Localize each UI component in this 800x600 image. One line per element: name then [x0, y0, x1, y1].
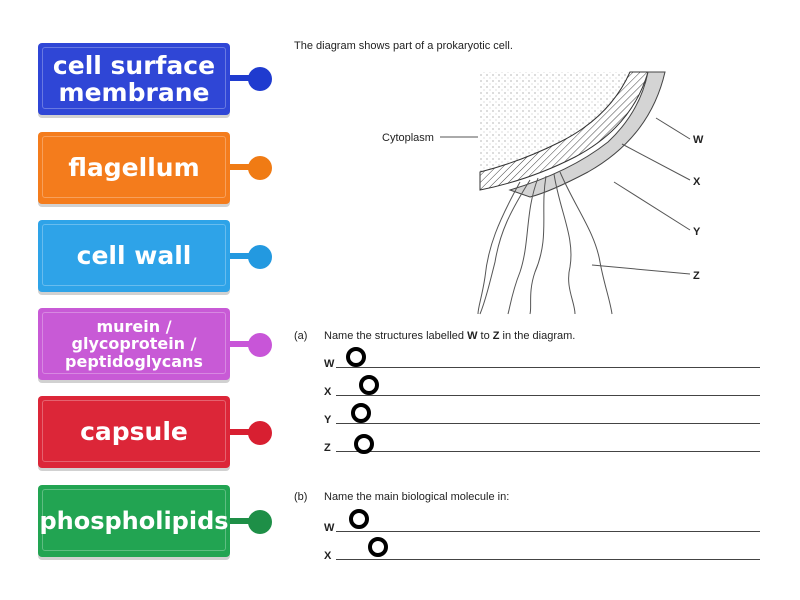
row-letter: W [324, 522, 335, 534]
label-z: Z [693, 270, 700, 282]
tile-3[interactable]: murein / glycoprotein / peptidoglycans [38, 308, 230, 380]
tile-2[interactable]: cell wall [38, 220, 230, 292]
tile-1[interactable]: flagellum [38, 132, 230, 204]
answer-line [336, 531, 760, 532]
label-y: Y [693, 226, 701, 238]
tile-dot-icon[interactable] [248, 67, 272, 91]
tile-label: cell surface membrane [52, 50, 216, 107]
tile-dot-icon[interactable] [248, 156, 272, 180]
capsule-layer [508, 71, 666, 198]
drop-target-a-w-icon[interactable] [346, 347, 366, 367]
part-b-question: Name the main biological molecule in: [324, 491, 510, 503]
flagellum-line [529, 175, 547, 315]
tile-connector[interactable] [230, 341, 260, 347]
tile-connector[interactable] [230, 429, 260, 435]
row-letter: X [324, 550, 332, 562]
cytoplasm-label: Cytoplasm [382, 132, 434, 144]
tile-5[interactable]: phospholipids [38, 485, 230, 557]
label-w: W [693, 134, 704, 146]
tile-label: cell wall [76, 241, 192, 271]
tile-connector[interactable] [230, 253, 260, 259]
part-a-text: in the diagram. [499, 330, 576, 342]
tile-label: flagellum [68, 153, 200, 183]
drop-target-a-x-icon[interactable] [359, 375, 379, 395]
part-a-question: Name the structures labelled W to Z in t… [324, 330, 575, 342]
part-a-text: Name the structures labelled [324, 330, 468, 342]
answer-line [336, 559, 760, 560]
answer-row-b-w: W [324, 514, 760, 534]
part-a-number: (a) [294, 330, 308, 342]
answer-line [336, 451, 760, 452]
drop-target-a-y-icon[interactable] [351, 403, 371, 423]
leader-x [621, 143, 691, 181]
drop-target-a-z-icon[interactable] [354, 434, 374, 454]
tile-dot-icon[interactable] [248, 510, 272, 534]
leader-y [613, 181, 691, 231]
part-a-bold-z: Z [492, 330, 500, 342]
flagellum-line [477, 181, 521, 315]
row-letter: X [324, 386, 332, 398]
tile-dot-icon[interactable] [248, 333, 272, 357]
tile-connector[interactable] [230, 518, 260, 524]
answer-line [336, 423, 760, 424]
answer-row-a-x: X [324, 378, 760, 398]
tile-dot-icon[interactable] [248, 421, 272, 445]
hatched-layer [479, 71, 649, 191]
answer-line [336, 395, 760, 396]
tile-dot-icon[interactable] [248, 245, 272, 269]
worksheet: The diagram shows part of a prokaryotic … [280, 30, 780, 590]
label-x: X [693, 176, 701, 188]
flagellum-line [479, 179, 531, 315]
answer-row-b-x: X [324, 542, 760, 562]
leader-z [591, 264, 691, 275]
tile-label: capsule [80, 417, 188, 447]
answer-row-a-w: W [324, 350, 760, 370]
part-b-number: (b) [294, 491, 308, 503]
drop-target-b-w-icon[interactable] [349, 509, 369, 529]
tile-connector[interactable] [230, 164, 260, 170]
answer-line [336, 367, 760, 368]
cytoplasm-region [480, 72, 630, 172]
tile-label: phospholipids [39, 506, 229, 535]
row-letter: W [324, 358, 335, 370]
intro-text: The diagram shows part of a prokaryotic … [294, 40, 513, 52]
leader-w [655, 117, 691, 140]
part-a-text: to [477, 330, 493, 342]
row-letter: Z [324, 442, 331, 454]
answer-row-a-y: Y [324, 406, 760, 426]
row-letter: Y [324, 414, 332, 426]
answer-row-a-z: Z [324, 434, 760, 454]
part-a-bold-w: W [467, 330, 478, 342]
tile-label: murein / glycoprotein / peptidoglycans [65, 316, 203, 371]
tile-connector[interactable] [230, 75, 260, 81]
flagellum-line [553, 173, 576, 315]
tile-0[interactable]: cell surface membrane [38, 43, 230, 115]
prokaryotic-cell-diagram: Cytoplasm W X Y Z [382, 71, 704, 315]
flagellum-line [559, 171, 613, 315]
flagellum-line [507, 177, 539, 315]
tile-4[interactable]: capsule [38, 396, 230, 468]
drop-target-b-x-icon[interactable] [368, 537, 388, 557]
